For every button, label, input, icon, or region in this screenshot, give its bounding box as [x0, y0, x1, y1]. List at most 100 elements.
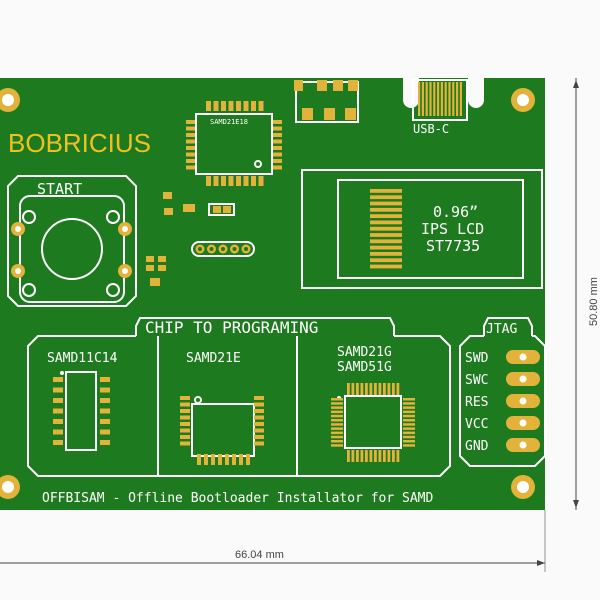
- pad: [360, 383, 364, 395]
- pad: [392, 383, 395, 395]
- height-dimension: 50.80 mm: [588, 277, 600, 326]
- pad: [331, 398, 343, 401]
- pad: [370, 239, 402, 244]
- pad: [444, 82, 447, 116]
- pad: [228, 176, 234, 186]
- pad: [331, 431, 343, 435]
- pad: [221, 176, 226, 186]
- pad: [383, 383, 386, 395]
- pad: [254, 422, 264, 426]
- pad: [370, 220, 402, 225]
- chip2-qfn: [180, 396, 264, 465]
- top-component: [294, 80, 359, 123]
- pad: [452, 82, 455, 116]
- pad: [232, 454, 236, 465]
- pad: [331, 414, 343, 418]
- pad: [425, 82, 428, 116]
- pad: [374, 450, 377, 462]
- pad: [331, 406, 343, 409]
- pad: [448, 82, 451, 116]
- chip1-soic: [53, 371, 110, 451]
- pad: [211, 454, 215, 465]
- pad: [273, 146, 282, 150]
- pad: [331, 423, 343, 426]
- pad: [369, 383, 373, 395]
- mounting-holes: [0, 88, 535, 499]
- jtag-pin-label: RES: [465, 395, 488, 410]
- pad: [236, 176, 241, 186]
- footer-text: OFFBISAM - Offline Bootloader Installato…: [42, 491, 434, 506]
- pad: [370, 252, 402, 256]
- pad: [429, 82, 432, 116]
- pad: [383, 450, 386, 462]
- board-title: BOBRICIUS: [8, 128, 151, 158]
- pad: [403, 431, 415, 435]
- top-mcu: SAMD21E18: [186, 101, 282, 186]
- smd-parts: [146, 192, 235, 286]
- pad: [437, 82, 440, 116]
- pad: [347, 383, 350, 395]
- pad: [403, 402, 415, 405]
- start-label: START: [37, 180, 82, 198]
- jtag-title: JTAG: [486, 322, 517, 337]
- chip2-label: SAMD21E: [186, 351, 241, 366]
- pad: [370, 201, 402, 206]
- lcd-display: 0.96” IPS LCD ST7735: [301, 169, 543, 289]
- pad: [100, 387, 110, 393]
- pad: [440, 82, 443, 116]
- usb-c-connector: USB-C: [412, 79, 468, 136]
- pad: [370, 245, 402, 250]
- pad: [180, 435, 190, 439]
- pad: [218, 454, 222, 465]
- chip3-qfn: [331, 383, 415, 462]
- pad: [243, 101, 249, 111]
- pad: [180, 396, 190, 400]
- pad: [418, 82, 421, 116]
- pad: [100, 398, 110, 403]
- pad: [186, 165, 195, 170]
- lcd-line1: 0.96”: [433, 203, 478, 221]
- pad: [213, 176, 219, 186]
- chip3-label-line1: SAMD21G: [337, 345, 392, 360]
- pad: [100, 440, 110, 445]
- pad: [331, 427, 343, 430]
- top-mcu-label: SAMD21E18: [210, 118, 248, 126]
- pad: [370, 264, 402, 269]
- pad: [53, 387, 63, 393]
- pad: [53, 398, 63, 403]
- pad: [53, 408, 63, 414]
- pad: [331, 410, 343, 414]
- pad: [258, 101, 264, 111]
- jtag-pin-label: SWC: [465, 373, 488, 388]
- pad: [403, 435, 415, 439]
- usb-c-label: USB-C: [413, 122, 449, 136]
- pad: [273, 159, 282, 163]
- pad: [370, 226, 402, 231]
- pad: [180, 415, 190, 420]
- pad: [421, 82, 424, 116]
- dimension-annotations: 66.04 mm 50.80 mm: [0, 78, 600, 572]
- pad: [53, 419, 63, 424]
- pad: [365, 383, 368, 395]
- pad: [225, 454, 229, 465]
- pad: [100, 377, 110, 382]
- pad: [403, 419, 415, 422]
- pad: [254, 396, 264, 400]
- lcd-line2: IPS LCD: [421, 220, 484, 238]
- pad: [403, 427, 415, 430]
- pad: [360, 450, 364, 462]
- pad: [204, 454, 208, 465]
- pad: [273, 120, 282, 124]
- jtag-pin-label: VCC: [465, 417, 488, 432]
- pad: [258, 176, 264, 186]
- pad: [365, 450, 368, 462]
- pad: [180, 428, 190, 433]
- pad: [186, 139, 195, 144]
- pad: [273, 133, 282, 137]
- pad: [254, 435, 264, 439]
- pad: [254, 428, 264, 433]
- pad: [206, 176, 211, 186]
- pad: [53, 440, 63, 445]
- pad: [403, 406, 415, 409]
